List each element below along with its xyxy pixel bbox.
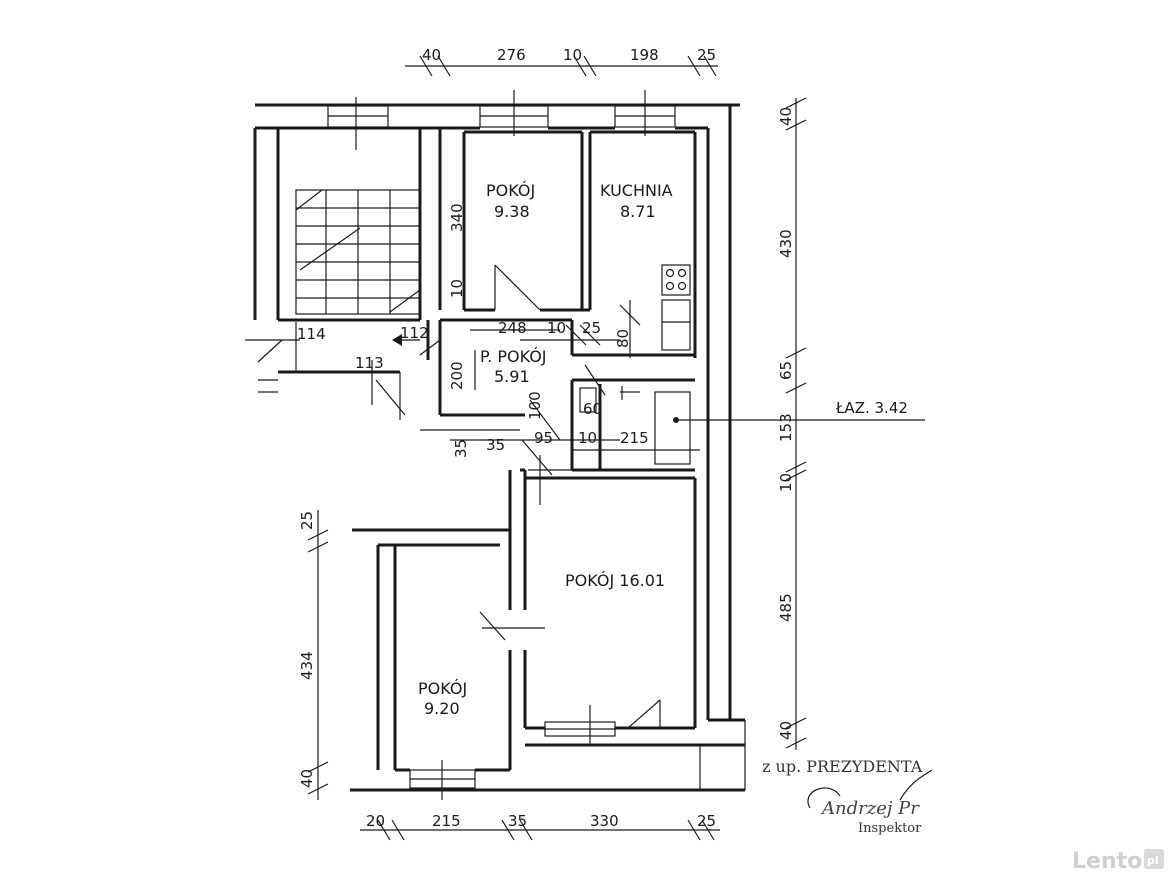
bathroom-label: ŁAZ. 3.42 <box>835 399 908 417</box>
room-name-pokoj-1: POKÓJ <box>486 181 535 200</box>
left-dim-25: 25 <box>298 511 316 530</box>
dim-10c: 10 <box>578 429 597 447</box>
dim-95: 95 <box>534 429 553 447</box>
right-dim-485: 485 <box>777 593 795 622</box>
room-labels: POKÓJ 9.38 KUCHNIA 8.71 P. POKÓJ 5.91 PO… <box>297 181 908 718</box>
stove-icon <box>661 264 691 296</box>
room-area-przedpokoj: 5.91 <box>494 367 530 386</box>
right-dim-153: 153 <box>777 413 795 442</box>
stamp-role: Inspektor <box>858 821 922 836</box>
dim-25: 25 <box>582 319 601 337</box>
left-dim-434: 434 <box>298 651 316 680</box>
room-area-pokoj-3: 9.20 <box>424 699 460 718</box>
bottom-dim-330: 330 <box>590 812 619 830</box>
bottom-dim-215: 215 <box>432 812 461 830</box>
dim-100: 100 <box>526 391 544 420</box>
bottom-dim-25: 25 <box>697 812 716 830</box>
room-label-pokoj-2: POKÓJ 16.01 <box>565 571 665 590</box>
room-name-przedpokoj: P. POKÓJ <box>480 347 547 366</box>
dim-10b: 10 <box>547 319 566 337</box>
dim-80: 80 <box>614 329 632 348</box>
bottom-dim-20: 20 <box>366 812 385 830</box>
right-dim-430: 430 <box>777 229 795 258</box>
inner-dimensions: 340 10 248 10 25 80 200 100 60 35 35 95 … <box>448 203 649 458</box>
top-dim-10: 10 <box>563 46 582 64</box>
dim-215: 215 <box>620 429 649 447</box>
entrance-arrow-icon <box>392 334 402 346</box>
room-name-kuchnia: KUCHNIA <box>600 181 673 200</box>
approval-stamp: z up. PREZYDENTA Andrzej Pr Inspektor <box>762 757 933 836</box>
watermark-tld: pl <box>1147 854 1159 867</box>
stamp-line: z up. PREZYDENTA <box>762 757 923 776</box>
room-area-pokoj-1: 9.38 <box>494 202 530 221</box>
dim-35b: 35 <box>486 436 505 454</box>
bottom-dim-35: 35 <box>508 812 527 830</box>
dim-10a: 10 <box>448 279 466 298</box>
lento-watermark: Lento pl <box>1072 849 1164 874</box>
staircase <box>295 189 421 315</box>
sink-icon <box>661 299 691 351</box>
room-name-pokoj-3: POKÓJ <box>418 679 467 698</box>
top-dim-276: 276 <box>497 46 526 64</box>
left-dimension-chain: 25 434 40 <box>298 510 329 800</box>
top-dim-25: 25 <box>697 46 716 64</box>
right-dim-40a: 40 <box>777 107 795 126</box>
top-dim-198: 198 <box>630 46 659 64</box>
watermark-brand: Lento <box>1072 849 1142 874</box>
right-dimension-chain: 40 430 65 153 10 485 40 <box>777 97 807 750</box>
signature: Andrzej Pr <box>820 798 920 819</box>
right-dim-40b: 40 <box>777 721 795 740</box>
right-dim-10: 10 <box>777 473 795 492</box>
stair-label-112: 112 <box>400 324 429 342</box>
dim-35a: 35 <box>452 439 470 458</box>
stair-label-114: 114 <box>297 325 326 343</box>
left-dim-40: 40 <box>298 769 316 788</box>
bathtub-icon <box>654 391 691 465</box>
dim-200: 200 <box>448 361 466 390</box>
room-area-kuchnia: 8.71 <box>620 202 656 221</box>
stair-label-113: 113 <box>355 354 384 372</box>
top-dimension-chain: 40 276 10 198 25 <box>405 46 718 77</box>
bottom-dimension-chain: 20 215 35 330 25 <box>360 812 720 841</box>
top-dim-40: 40 <box>422 46 441 64</box>
right-dim-65: 65 <box>777 361 795 380</box>
dim-248: 248 <box>498 319 527 337</box>
dim-340: 340 <box>448 203 466 232</box>
walls <box>245 90 925 800</box>
dim-60: 60 <box>583 400 602 418</box>
